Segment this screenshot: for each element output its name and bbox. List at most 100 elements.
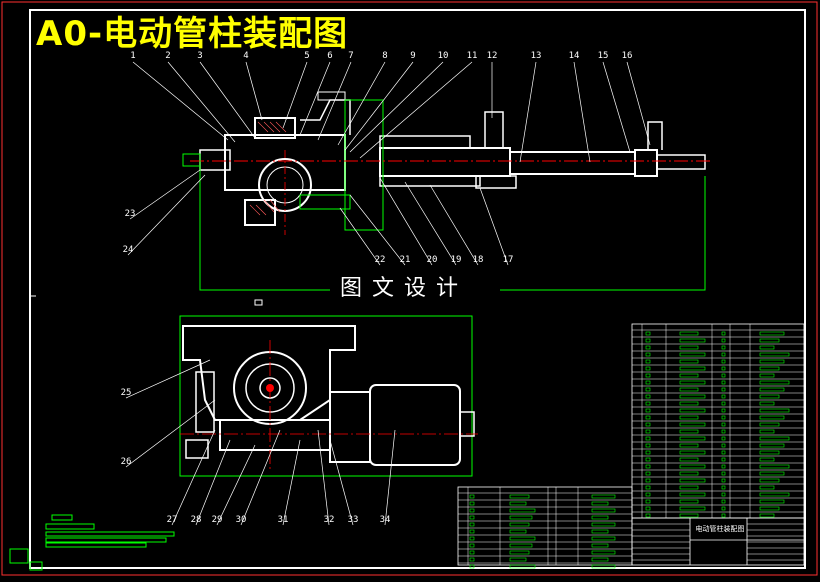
motor-flange <box>329 391 371 463</box>
outer-jacket-bottom <box>379 176 481 187</box>
bearing-housing <box>634 149 658 177</box>
part-number-18: 18 <box>473 255 484 265</box>
construction-line-right <box>500 176 706 291</box>
view-marker <box>254 299 263 306</box>
part-number-33: 33 <box>348 515 359 525</box>
part-number-2: 2 <box>165 51 170 61</box>
lever-bracket <box>647 121 663 150</box>
part-number-9: 9 <box>410 51 415 61</box>
leader-line-17 <box>479 187 509 266</box>
leader-line-13 <box>519 61 537 163</box>
leader-line-23 <box>129 169 201 220</box>
mount-bracket <box>484 111 504 149</box>
leader-line-11 <box>359 61 473 159</box>
leader-line-7 <box>317 61 352 141</box>
part-number-10: 10 <box>438 51 449 61</box>
bom-rows <box>458 324 804 569</box>
leader-line-18 <box>429 184 479 266</box>
column-tube <box>379 147 511 177</box>
part-number-23: 23 <box>125 209 136 219</box>
section-hatching <box>249 121 287 216</box>
title-block-drawing-name: 电动管柱装配图 <box>695 525 745 533</box>
outer-jacket-top <box>379 135 471 148</box>
leader-line-6 <box>299 61 331 136</box>
leader-line-24 <box>127 174 206 256</box>
drawing-title: A0-电动管柱装配图 <box>36 14 349 54</box>
foot-plate <box>185 439 209 459</box>
part-number-8: 8 <box>382 51 387 61</box>
leader-line-16 <box>626 61 651 146</box>
drawing-frame <box>29 9 806 569</box>
part-number-27: 27 <box>167 515 178 525</box>
side-plate <box>195 371 215 433</box>
leader-lines <box>125 61 651 526</box>
inner-shaft <box>509 151 636 175</box>
part-number-30: 30 <box>236 515 247 525</box>
part-number-28: 28 <box>191 515 202 525</box>
revision-legend <box>9 514 175 571</box>
leader-line-14 <box>573 61 591 163</box>
part-number-12: 12 <box>487 51 498 61</box>
spline-end <box>656 154 706 170</box>
part-number-32: 32 <box>324 515 335 525</box>
drawing-subtitle: 图文设计 <box>334 274 475 304</box>
leader-line-8 <box>337 61 386 146</box>
part-number-29: 29 <box>212 515 223 525</box>
leader-line-2 <box>167 61 236 143</box>
leader-line-32 <box>317 429 330 526</box>
support-tab <box>317 91 346 101</box>
leader-line-26 <box>125 399 216 468</box>
lower-housing <box>299 194 351 210</box>
part-number-19: 19 <box>451 255 462 265</box>
leader-line-1 <box>132 61 229 141</box>
lower-bracket <box>475 175 517 189</box>
leader-line-4 <box>245 61 263 121</box>
part-number-13: 13 <box>531 51 542 61</box>
part-number-3: 3 <box>197 51 202 61</box>
motor-mount <box>244 199 276 226</box>
part-number-21: 21 <box>400 255 411 265</box>
leader-line-5 <box>282 61 308 129</box>
part-number-22: 22 <box>375 255 386 265</box>
motor-end-cap <box>459 411 475 437</box>
leader-line-22 <box>339 207 381 266</box>
leader-line-31 <box>282 439 301 526</box>
part-number-5: 5 <box>304 51 309 61</box>
part-number-17: 17 <box>503 255 514 265</box>
bill-of-materials <box>457 323 805 566</box>
part-number-7: 7 <box>348 51 353 61</box>
leader-line-25 <box>125 359 211 399</box>
part-number-26: 26 <box>121 457 132 467</box>
part-number-16: 16 <box>622 51 633 61</box>
motor-gear-front-view <box>179 299 478 477</box>
part-number-31: 31 <box>278 515 289 525</box>
part-number-24: 24 <box>123 245 134 255</box>
housing-cap <box>254 117 296 139</box>
part-number-15: 15 <box>598 51 609 61</box>
leader-line-20 <box>379 177 433 266</box>
part-number-6: 6 <box>327 51 332 61</box>
leader-line-15 <box>602 61 631 153</box>
leader-line-10 <box>349 61 444 153</box>
leader-line-21 <box>349 194 406 266</box>
part-number-4: 4 <box>243 51 248 61</box>
part-number-14: 14 <box>569 51 580 61</box>
part-number-25: 25 <box>121 388 132 398</box>
part-number-34: 34 <box>380 515 391 525</box>
flange-outline <box>344 99 384 231</box>
leader-line-28 <box>195 439 231 526</box>
bottom-view-boundary <box>179 315 473 477</box>
part-number-11: 11 <box>467 51 478 61</box>
part-number-1: 1 <box>130 51 135 61</box>
leader-line-29 <box>216 444 256 526</box>
leader-line-34 <box>384 429 396 526</box>
input-cap <box>182 153 201 167</box>
leader-line-27 <box>171 429 216 526</box>
leader-line-33 <box>329 439 354 526</box>
steering-column-section-view <box>182 91 710 291</box>
part-number-20: 20 <box>427 255 438 265</box>
